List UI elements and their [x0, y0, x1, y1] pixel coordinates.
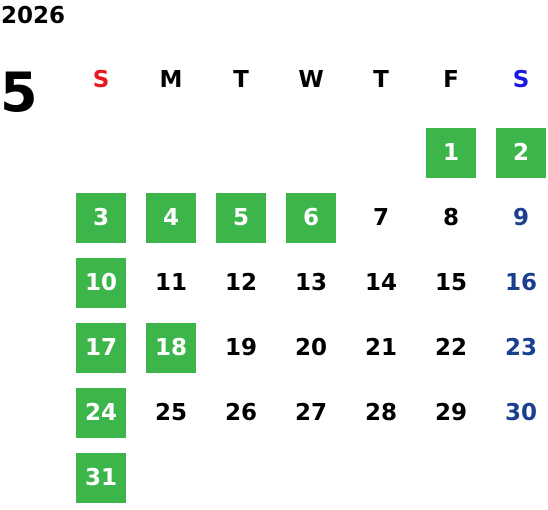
day-28[interactable]: 28 [364, 399, 397, 426]
day-cell: 24 [66, 380, 136, 445]
day-cell: 16 [486, 250, 548, 315]
day-cell: 6 [276, 185, 346, 250]
day-cell: 2 [486, 120, 548, 185]
empty-cell [206, 120, 276, 185]
day-5[interactable]: 5 [216, 192, 266, 243]
weekday-sun: S [92, 67, 110, 93]
day-cell: 4 [136, 185, 206, 250]
day-cell: 9 [486, 185, 548, 250]
empty-cell [136, 120, 206, 185]
day-29[interactable]: 29 [434, 399, 467, 426]
day-6[interactable]: 6 [286, 192, 336, 243]
day-cell: 23 [486, 315, 548, 380]
day-7[interactable]: 7 [372, 204, 389, 231]
day-cell: 12 [206, 250, 276, 315]
day-31[interactable]: 31 [76, 452, 126, 503]
day-cell: 7 [346, 185, 416, 250]
day-17[interactable]: 17 [76, 322, 126, 373]
day-cell: 17 [66, 315, 136, 380]
day-21[interactable]: 21 [364, 334, 397, 361]
weekday-tue: T [233, 67, 249, 93]
calendar-year: 2026 [1, 3, 66, 29]
day-22[interactable]: 22 [434, 334, 467, 361]
day-cell: 10 [66, 250, 136, 315]
day-cell: 21 [346, 315, 416, 380]
day-30[interactable]: 30 [504, 399, 537, 426]
weekday-header: S M T W T F S [66, 65, 548, 95]
day-cell: 20 [276, 315, 346, 380]
empty-cell [276, 120, 346, 185]
day-26[interactable]: 26 [224, 399, 257, 426]
day-cell: 27 [276, 380, 346, 445]
day-cell: 25 [136, 380, 206, 445]
day-cell: 22 [416, 315, 486, 380]
day-27[interactable]: 27 [294, 399, 327, 426]
day-23[interactable]: 23 [504, 334, 537, 361]
day-cell: 1 [416, 120, 486, 185]
day-3[interactable]: 3 [76, 192, 126, 243]
day-cell: 3 [66, 185, 136, 250]
day-cell: 28 [346, 380, 416, 445]
day-14[interactable]: 14 [364, 269, 397, 296]
day-20[interactable]: 20 [294, 334, 327, 361]
day-13[interactable]: 13 [294, 269, 327, 296]
day-cell: 29 [416, 380, 486, 445]
weekday-fri: F [443, 67, 459, 93]
weekday-sat: S [512, 67, 530, 93]
weekday-thu: T [373, 67, 389, 93]
day-16[interactable]: 16 [504, 269, 537, 296]
day-cell: 18 [136, 315, 206, 380]
day-cell: 31 [66, 445, 136, 510]
day-15[interactable]: 15 [434, 269, 467, 296]
day-cell: 15 [416, 250, 486, 315]
day-cell: 30 [486, 380, 548, 445]
day-24[interactable]: 24 [76, 387, 126, 438]
day-2[interactable]: 2 [496, 127, 546, 178]
day-25[interactable]: 25 [154, 399, 187, 426]
weekday-mon: M [159, 67, 183, 93]
day-18[interactable]: 18 [146, 322, 196, 373]
day-9[interactable]: 9 [512, 204, 529, 231]
weekday-wed: W [298, 67, 324, 93]
day-12[interactable]: 12 [224, 269, 257, 296]
day-19[interactable]: 19 [224, 334, 257, 361]
empty-cell [346, 120, 416, 185]
day-1[interactable]: 1 [426, 127, 476, 178]
day-cell: 8 [416, 185, 486, 250]
day-11[interactable]: 11 [154, 269, 187, 296]
day-8[interactable]: 8 [442, 204, 459, 231]
day-cell: 26 [206, 380, 276, 445]
day-cell: 14 [346, 250, 416, 315]
day-10[interactable]: 10 [76, 257, 126, 308]
day-4[interactable]: 4 [146, 192, 196, 243]
empty-cell [66, 120, 136, 185]
day-cell: 5 [206, 185, 276, 250]
day-cell: 19 [206, 315, 276, 380]
day-cell: 13 [276, 250, 346, 315]
day-cell: 11 [136, 250, 206, 315]
calendar-month: 5 [0, 61, 38, 124]
